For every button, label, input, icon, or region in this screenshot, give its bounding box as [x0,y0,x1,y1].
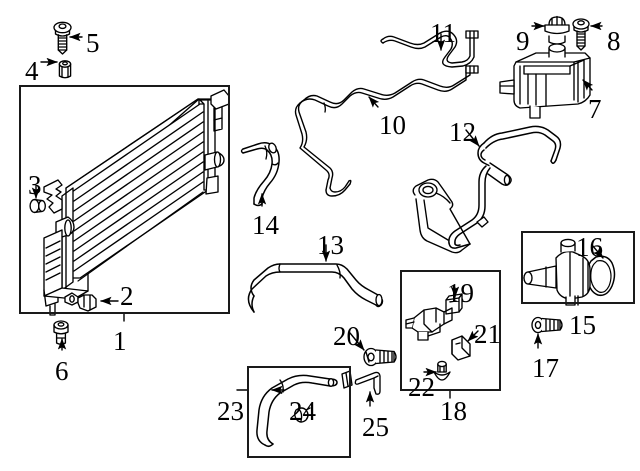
part-15-housing-art [523,238,591,306]
part-18-bracket-art [405,307,453,341]
part-20-bolt-art [363,347,397,367]
callout-5[interactable]: 5 [86,28,100,58]
bracket-assembly-box [400,270,501,391]
part-4-insulator-art [58,60,72,79]
callout-15[interactable]: 15 [569,310,596,340]
part-6-mount-art [53,320,69,345]
part-8-bolt-art [572,18,590,51]
callout-24[interactable]: 24 [289,396,316,426]
callout-13[interactable]: 13 [317,230,344,260]
callout-14[interactable]: 14 [252,210,279,240]
part-7-reservoir-art [499,43,591,119]
callout-7[interactable]: 7 [588,94,602,124]
part-11-tube-art [380,30,479,68]
leader-lines [31,21,604,407]
callout-21[interactable]: 21 [474,319,501,349]
part-5-bolt-art [53,21,72,55]
part-1-radiator-art [43,89,230,316]
callout-17[interactable]: 17 [532,353,559,383]
part-17-bolt-art [531,316,563,334]
part-9-cap-art [544,15,570,45]
part-2-draincock-art [64,292,97,312]
part-21-wedge-art [451,335,471,361]
callout-18[interactable]: 18 [440,396,467,426]
radiator-assembly-box [19,85,230,314]
callout-9[interactable]: 9 [516,26,530,56]
callout-11[interactable]: 11 [430,18,456,48]
part-14-hose-art [240,141,280,207]
callout-2[interactable]: 2 [120,281,134,311]
callout-23[interactable]: 23 [217,396,244,426]
callout-12[interactable]: 12 [449,117,476,147]
part-13-hose-art [247,263,384,313]
callout-4[interactable]: 4 [25,56,39,86]
callout-16[interactable]: 16 [576,232,603,262]
part-12-hose-art [412,125,562,254]
part-25-clip-art [354,371,381,395]
callout-22[interactable]: 22 [408,372,435,402]
part-16-seal-art [586,255,616,297]
callout-20[interactable]: 20 [333,321,360,351]
callout-8[interactable]: 8 [607,26,621,56]
heater-hose-box [247,366,351,458]
part-10-tube-art [294,65,479,197]
callout-19[interactable]: 19 [447,278,474,308]
callout-1[interactable]: 1 [113,326,127,356]
part-22-pushpin-art [433,360,451,381]
callout-3[interactable]: 3 [28,170,42,200]
callout-25[interactable]: 25 [362,412,389,442]
thermostat-box [521,231,635,304]
callout-10[interactable]: 10 [379,110,406,140]
part-3-insulator-art [29,198,46,214]
callout-6[interactable]: 6 [55,356,69,386]
